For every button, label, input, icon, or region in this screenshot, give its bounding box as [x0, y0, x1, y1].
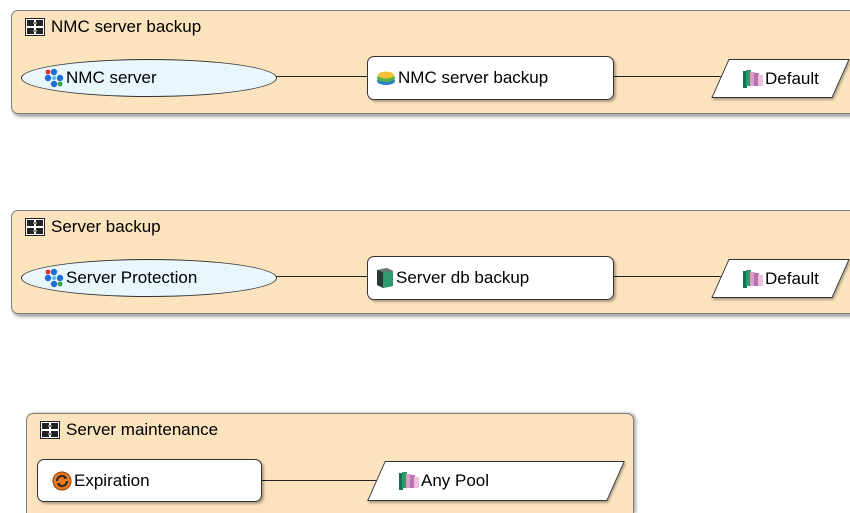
- destination-node-label: Default: [765, 68, 819, 88]
- action-node-expiration[interactable]: Expiration: [37, 459, 262, 502]
- workflow-icon: [40, 421, 60, 439]
- connector-line: [274, 276, 378, 277]
- media-pool-icon: [742, 69, 764, 89]
- group-node-nmc-server[interactable]: NMC server: [21, 59, 277, 97]
- workflow-panel-server-backup[interactable]: Server backup Server Protection Server d…: [11, 210, 850, 314]
- group-node-server-protection[interactable]: Server Protection: [21, 259, 277, 297]
- protection-group-icon: [44, 268, 64, 288]
- destination-node-label: Default: [765, 268, 819, 288]
- action-node-label: Server db backup: [396, 268, 530, 287]
- workflow-icon: [25, 18, 45, 36]
- media-pool-icon: [742, 269, 764, 289]
- action-node-label: NMC server backup: [398, 68, 549, 87]
- workflow-title: Server backup: [25, 216, 161, 238]
- workflow-icon: [25, 218, 45, 236]
- connector-line: [259, 480, 377, 481]
- workflow-title-label: Server maintenance: [66, 420, 219, 439]
- destination-node-default[interactable]: Default: [711, 259, 850, 298]
- workflow-panel-server-maintenance[interactable]: Server maintenance Expiration Any Pool: [26, 413, 634, 513]
- destination-node-default[interactable]: Default: [711, 59, 850, 98]
- destination-node-any-pool[interactable]: Any Pool: [367, 461, 625, 501]
- group-node-label: Server Protection: [66, 268, 198, 287]
- workflow-panel-nmc-server-backup[interactable]: NMC server backup NMC server NMC server …: [11, 10, 850, 114]
- nmc-backup-icon: [376, 70, 396, 86]
- action-node-server-db-backup[interactable]: Server db backup: [367, 256, 614, 300]
- connector-line: [613, 276, 721, 277]
- action-node-nmc-server-backup[interactable]: NMC server backup: [367, 56, 614, 100]
- connector-line: [274, 76, 378, 77]
- server-db-backup-icon: [376, 268, 394, 288]
- workflow-title: NMC server backup: [25, 16, 201, 38]
- expiration-icon: [52, 471, 72, 491]
- action-node-label: Expiration: [74, 470, 150, 490]
- destination-node-label: Any Pool: [421, 471, 490, 490]
- workflow-title-label: NMC server backup: [51, 17, 202, 36]
- workflow-title: Server maintenance: [40, 419, 218, 441]
- protection-group-icon: [44, 68, 64, 88]
- group-node-label: NMC server: [66, 68, 157, 87]
- media-pool-icon: [398, 471, 420, 491]
- workflow-title-label: Server backup: [51, 217, 161, 236]
- connector-line: [613, 76, 721, 77]
